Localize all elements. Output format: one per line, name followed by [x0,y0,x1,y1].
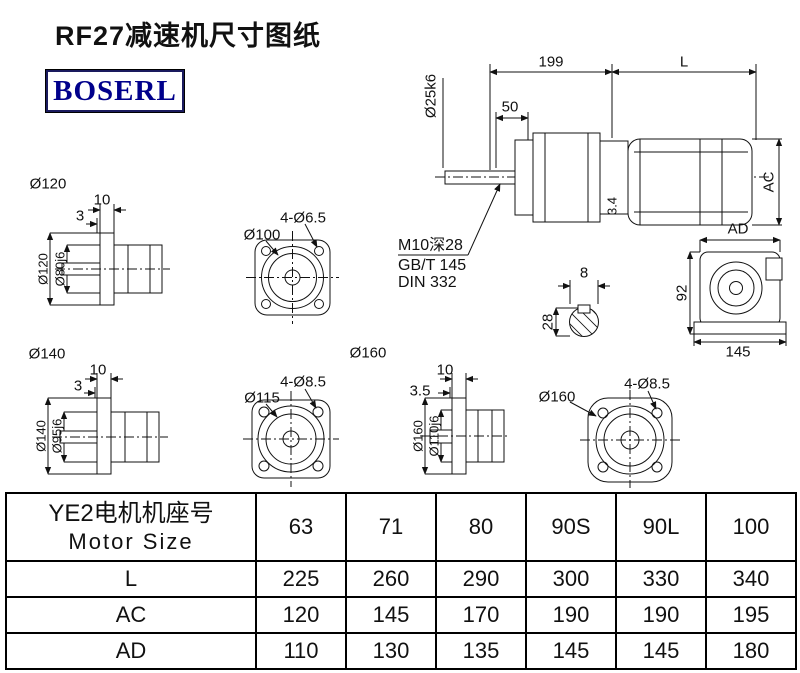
view-140-title: Ø140 [28,345,66,363]
dim-value: 130 [345,632,437,670]
shaft-diameter-label: Ø25k6 [422,73,440,119]
flange-115-holes: 4-Ø8.5 [280,373,326,391]
flange-160-holes: 4-Ø8.5 [624,375,670,393]
motor-size-value: 71 [345,492,437,562]
view-160-title: Ø160 [349,344,387,362]
dim-value: 135 [435,632,527,670]
dim-AC: AC [760,171,778,193]
row-label: AC [5,596,257,634]
table-header-row: YE2电机机座号 Motor Size 63 71 80 90S 90L 100 [5,492,797,562]
dim-value: 260 [345,560,437,598]
dim-3-4: 3.4 [604,196,620,216]
flange-160-front [569,390,682,488]
view-160-spigot-dia: Ø110j6 [426,415,442,457]
view-160-outer-dia: Ø160 [410,420,426,452]
key-dim-8: 8 [579,264,589,282]
view-160-side [420,373,510,475]
dim-AD: AD [727,220,749,238]
table-header-cn: YE2电机机座号 [48,500,214,528]
table-row-L: L 225 260 290 300 330 340 [5,560,797,598]
table-header-en: Motor Size [68,529,194,555]
dim-value: 145 [525,632,617,670]
view-120-dim-10: 10 [93,191,111,209]
view-140-dim-3: 3 [73,377,83,395]
view-120-side [46,204,170,306]
table-row-AD: AD 110 130 135 145 145 180 [5,632,797,670]
technical-drawing-linework [44,64,787,488]
dim-value: 170 [435,596,527,634]
view-160-dim-3-5: 3.5 [409,382,431,400]
dim-199: 199 [538,53,564,71]
flange-160-dia: Ø160 [538,388,576,406]
dim-145: 145 [725,343,751,361]
dim-50: 50 [501,98,519,116]
dim-value: 145 [615,632,707,670]
dim-value: 120 [255,596,347,634]
flange-115-front [243,388,339,487]
view-140-outer-dia: Ø140 [33,420,49,452]
motor-size-value: 90S [525,492,617,562]
dim-value: 190 [615,596,707,634]
flange-115-dia: Ø115 [244,389,280,407]
view-140-spigot-dia: Ø95j6 [49,418,65,454]
flange-100-dia: Ø100 [243,226,281,244]
dim-value: 290 [435,560,527,598]
row-label: AD [5,632,257,670]
motor-size-value: 80 [435,492,527,562]
view-140-side [44,373,168,475]
flange-100-holes: 4-Ø6.5 [280,209,326,227]
dim-value: 180 [705,632,797,670]
view-140-dim-10: 10 [89,361,107,379]
row-label: L [5,560,257,598]
motor-size-value: 90L [615,492,707,562]
view-120-spigot-dia: Ø80j6 [52,251,68,287]
dim-value: 225 [255,560,347,598]
view-120-dim-3: 3 [75,207,85,225]
dim-value: 190 [525,596,617,634]
dim-value: 340 [705,560,797,598]
dim-L: L [679,53,689,71]
table-header-cell: YE2电机机座号 Motor Size [5,492,257,562]
view-120-outer-dia: Ø120 [35,253,51,285]
motor-size-value: 63 [255,492,347,562]
note-din-standard: DIN 332 [398,274,457,291]
page-title: RF27减速机尺寸图纸 [55,21,322,51]
view-120-title: Ø120 [29,175,67,193]
view-160-dim-10: 10 [436,361,454,379]
dim-value: 110 [255,632,347,670]
dim-value: 300 [525,560,617,598]
dim-value: 330 [615,560,707,598]
dim-92: 92 [673,284,691,302]
note-gb-standard: GB/T 145 [398,257,467,274]
main-assembly-view [398,64,783,256]
rear-view [686,236,787,346]
motor-size-value: 100 [705,492,797,562]
boserl-logo: BOSERL [45,69,185,113]
dim-value: 195 [705,596,797,634]
dim-value: 145 [345,596,437,634]
flange-100-front [246,223,339,324]
shaft-key-section [552,280,610,337]
key-dim-28: 28 [539,313,557,331]
boserl-logo-text: BOSERL [53,74,177,107]
motor-size-table: YE2电机机座号 Motor Size 63 71 80 90S 90L 100… [5,492,797,670]
note-tapped-hole: M10深28 [398,237,463,254]
table-row-AC: AC 120 145 170 190 190 195 [5,596,797,634]
